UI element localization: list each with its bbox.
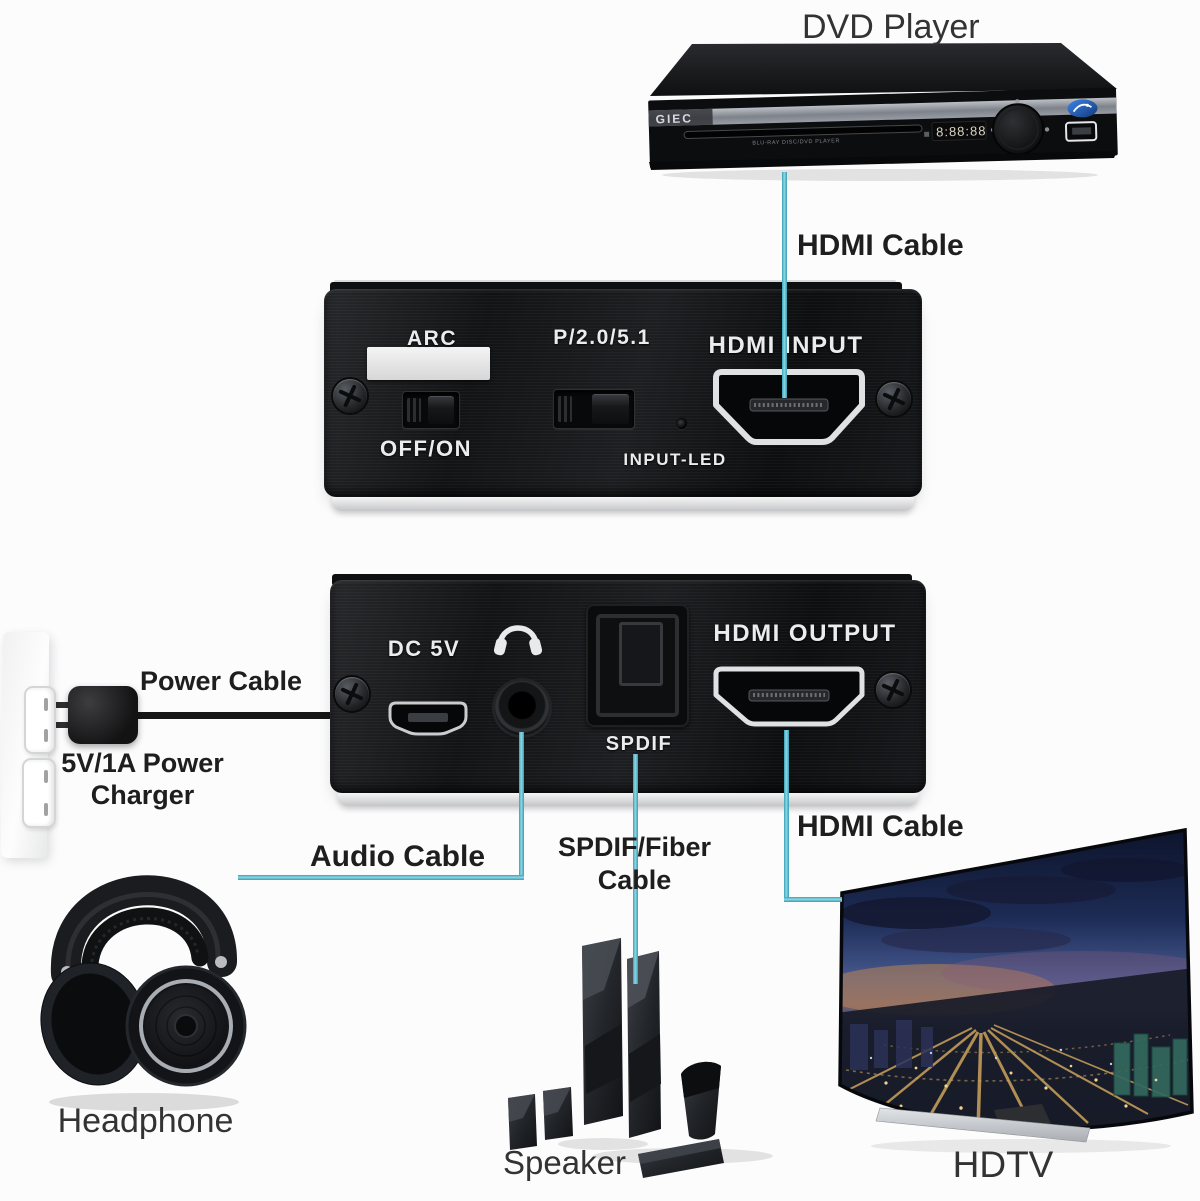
hdmi-cable-label-top: HDMI Cable bbox=[797, 229, 964, 262]
hdmi-cable-line-bottom-horizontal bbox=[784, 897, 842, 902]
spdif-fiber-label-line1: SPDIF/Fiber bbox=[557, 832, 712, 862]
charger-prong bbox=[52, 722, 72, 728]
dvd-base bbox=[649, 151, 1117, 170]
arc-switch bbox=[402, 391, 460, 429]
dvd-slot-label: BLU-RAY DISC/DVD PLAYER bbox=[752, 138, 840, 146]
outlet-socket bbox=[22, 758, 56, 828]
screw-icon bbox=[333, 379, 367, 413]
charger-prong bbox=[52, 702, 72, 708]
hdtv-title: HDTV bbox=[952, 1144, 1054, 1185]
input-led-indicator bbox=[676, 418, 687, 429]
hdmi-cable-line-top bbox=[782, 172, 787, 398]
spdif-cable-line bbox=[633, 754, 638, 984]
dvd-brand-logo: GIEC bbox=[655, 111, 693, 126]
tv-stand-base bbox=[875, 1107, 1091, 1143]
micro-usb-port bbox=[388, 701, 468, 736]
dvd-display-window bbox=[931, 120, 987, 142]
spdif-toslink-port bbox=[586, 604, 689, 727]
spdif-label: SPDIF bbox=[605, 733, 673, 755]
screw-icon bbox=[877, 382, 911, 416]
hdmi-output-port bbox=[713, 666, 865, 727]
dvd-front-strip bbox=[648, 97, 1117, 127]
hdmi-input-port bbox=[713, 369, 865, 445]
satellite-speaker bbox=[508, 1094, 537, 1150]
audio-cable-line-horizontal bbox=[238, 875, 524, 880]
dvd-top-face bbox=[650, 43, 1117, 96]
headphone-image bbox=[40, 875, 247, 1111]
arc-label: ARC bbox=[407, 327, 457, 350]
extractor-input-panel: ARC OFF/ON P/2.0/5.1 INPUT-LED HDMI INPU… bbox=[324, 280, 924, 515]
headphone-icon bbox=[493, 625, 543, 656]
dvd-player-title: DVD Player bbox=[802, 8, 980, 46]
dvd-player-image: GIEC BLU-RAY DISC/DVD PLAYER 8:88:88 bbox=[648, 43, 1118, 181]
blu-ray-logo bbox=[1067, 99, 1098, 118]
outlet-socket bbox=[24, 686, 56, 754]
speaker-set-image bbox=[508, 938, 773, 1178]
charger-label-line1: 5V/1A Power bbox=[61, 748, 224, 778]
satellite-speaker bbox=[543, 1087, 573, 1140]
screw-icon bbox=[335, 677, 369, 711]
power-cable-label: Power Cable bbox=[140, 666, 303, 696]
tower-speaker bbox=[627, 951, 661, 1138]
audio-cable-line-vertical bbox=[519, 732, 524, 880]
wall-outlet bbox=[0, 628, 60, 863]
off-on-label: OFF/ON bbox=[379, 436, 473, 461]
headphone-right-cup bbox=[125, 965, 247, 1087]
subwoofer-speaker bbox=[681, 1061, 721, 1140]
mode-label: P/2.0/5.1 bbox=[553, 326, 651, 349]
audio-cable-label: Audio Cable bbox=[310, 840, 486, 873]
dvd-knob bbox=[992, 103, 1045, 156]
hdmi-cable-label-bottom: HDMI Cable bbox=[797, 810, 964, 843]
hdmi-cable-line-bottom-vertical bbox=[784, 730, 789, 902]
charger-label-line2: Charger bbox=[90, 780, 195, 810]
mode-switch bbox=[553, 389, 635, 429]
speaker-title: Speaker bbox=[503, 1144, 626, 1181]
screw-icon bbox=[876, 673, 910, 707]
center-speaker bbox=[638, 1139, 724, 1178]
audio-jack-3-5mm bbox=[495, 681, 549, 735]
tower-speaker bbox=[582, 938, 623, 1125]
dvd-display-digits: 8:88:88 bbox=[936, 123, 987, 139]
hdmi-output-label: HDMI OUTPUT bbox=[713, 620, 897, 647]
power-charger bbox=[68, 686, 138, 744]
power-cord-line bbox=[128, 712, 350, 719]
headphone-title: Headphone bbox=[57, 1102, 234, 1140]
arc-sticker bbox=[367, 347, 490, 380]
hdtv-image bbox=[838, 827, 1194, 1153]
dc5v-label: DC 5V bbox=[387, 636, 461, 661]
usb-port-icon bbox=[1064, 121, 1098, 142]
input-led-label: INPUT-LED bbox=[623, 450, 727, 469]
extractor-output-panel: DC 5V SPDIF HDMI OUTPUT bbox=[328, 572, 928, 812]
dvd-disc-slot bbox=[683, 124, 923, 139]
spdif-fiber-label-line2: Cable bbox=[597, 865, 672, 895]
